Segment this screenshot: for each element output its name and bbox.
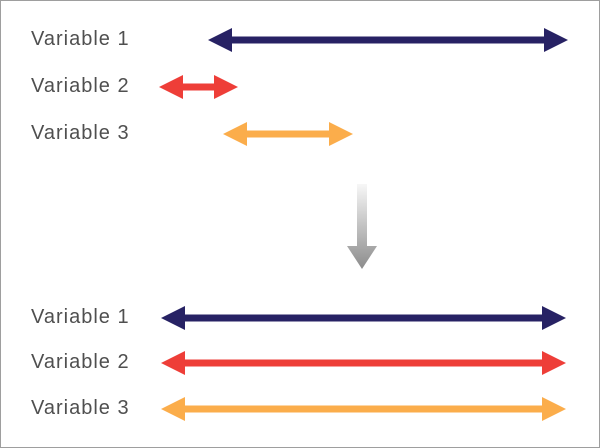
after-range-arrow-navy	[161, 306, 566, 330]
after-variable-label-2: Variable 2	[31, 351, 130, 374]
after-variable-label-1: Variable 1	[31, 306, 130, 329]
after-variable-label-3: Variable 3	[31, 397, 130, 420]
before-variable-label-1: Variable 1	[31, 28, 130, 51]
before-range-arrow-red	[159, 75, 238, 99]
before-variable-label-2: Variable 2	[31, 75, 130, 98]
before-variable-label-3: Variable 3	[31, 122, 130, 145]
after-range-arrow-red	[161, 351, 566, 375]
after-range-arrow-orange	[161, 397, 566, 421]
before-range-arrow-orange	[223, 122, 353, 146]
transform-down-arrow-icon	[347, 184, 377, 269]
before-range-arrow-navy	[208, 28, 568, 52]
